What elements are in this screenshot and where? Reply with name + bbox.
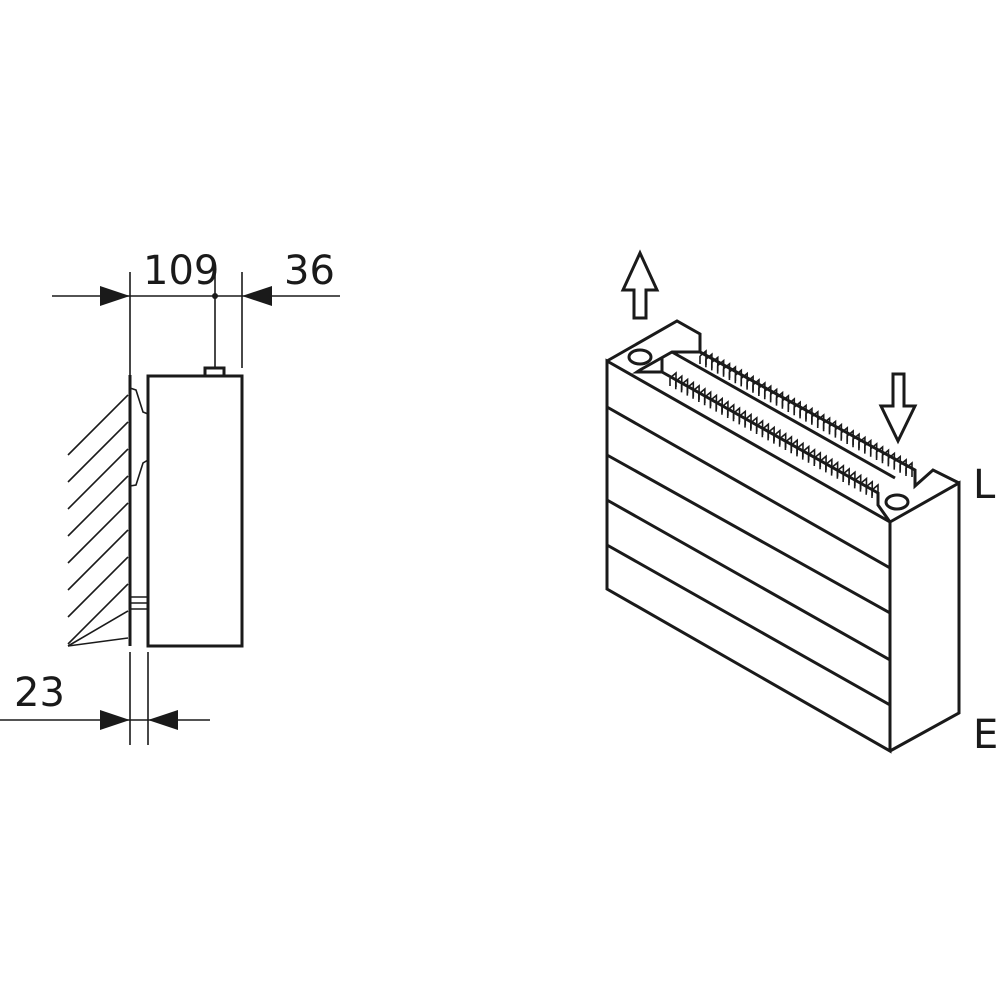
wall-bracket [129, 387, 149, 487]
arrowhead [242, 286, 272, 306]
arrow-down-icon [878, 372, 918, 445]
hatch-line [67, 475, 129, 537]
hatch-line [67, 556, 129, 618]
isometric-view: L E [605, 249, 998, 758]
hatch-line [67, 394, 129, 456]
hatch-line [67, 637, 129, 647]
dimension-36: 36 [284, 248, 335, 294]
dimension-109: 109 [143, 248, 219, 294]
connection-right [884, 493, 910, 511]
lower-bracket [131, 596, 148, 610]
radiator-body-side [146, 374, 244, 648]
right-face [889, 480, 961, 753]
connection-left [627, 348, 653, 366]
top-left-end-cap [606, 319, 702, 374]
hatch-line [67, 529, 129, 591]
arrowhead [100, 710, 130, 730]
hatch-line [67, 421, 129, 483]
top-divider-edge [671, 350, 896, 480]
hatch-line [67, 448, 129, 510]
panel-lines [606, 405, 891, 707]
label-L: L [973, 462, 996, 508]
dimension-23: 23 [14, 670, 65, 716]
label-E: E [973, 712, 998, 758]
fin [871, 483, 879, 499]
hatch-line [67, 502, 129, 564]
arrowhead [148, 710, 178, 730]
hatch-line [67, 610, 129, 647]
arrowhead [100, 286, 130, 306]
arrow-up-icon [620, 249, 660, 320]
hatch-line [67, 583, 129, 645]
wall-hatching [67, 394, 129, 647]
fin [905, 461, 913, 477]
connection-stub [203, 366, 226, 378]
convector-fins [669, 349, 913, 499]
side-view: 109 36 23 [0, 248, 340, 745]
